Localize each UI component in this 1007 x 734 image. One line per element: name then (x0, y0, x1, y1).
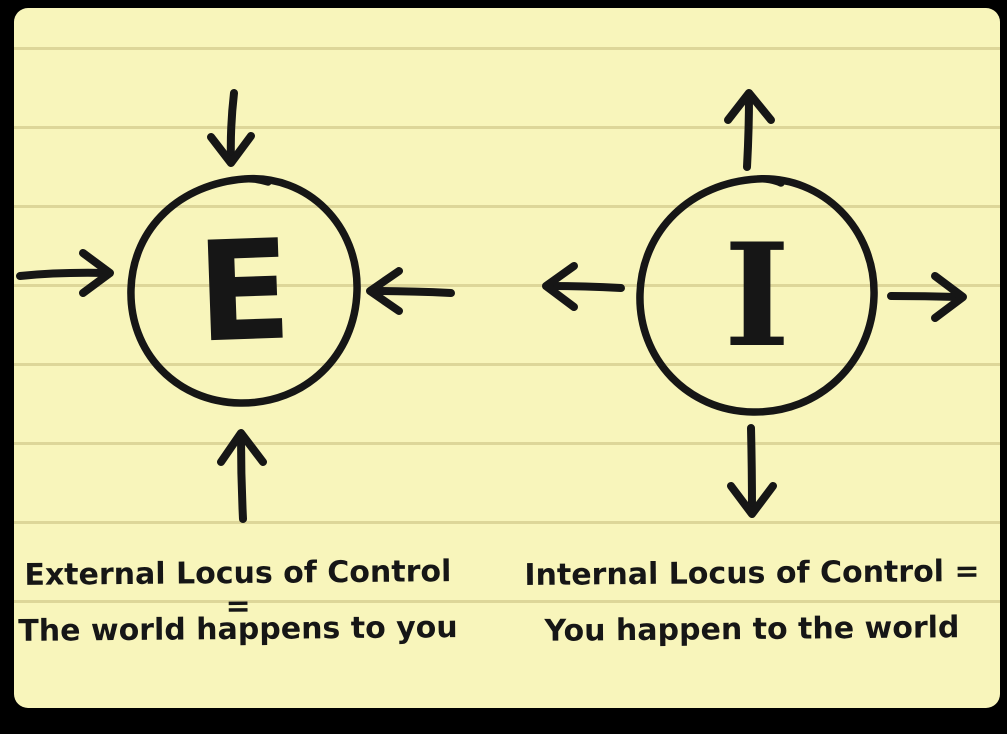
inward-arrow-right (366, 267, 455, 315)
outward-arrow-left (542, 262, 625, 311)
outward-arrow-bottom (727, 424, 777, 518)
internal-caption-subtitle: You happen to the world (544, 610, 960, 649)
internal-caption-title: Internal Locus of Control = (524, 554, 980, 593)
external-letter: E (194, 208, 294, 374)
internal-circle (636, 175, 878, 416)
notepad-paper (14, 8, 1000, 708)
outward-arrow-right (887, 272, 967, 322)
outward-arrow-top (724, 89, 775, 171)
external-circle (127, 174, 361, 407)
external-caption-subtitle: The world happens to you (18, 610, 458, 649)
internal-letter: I (723, 213, 791, 379)
inward-arrow-top (207, 89, 255, 167)
inward-arrow-bottom (217, 429, 267, 523)
inward-arrow-left (16, 249, 114, 297)
